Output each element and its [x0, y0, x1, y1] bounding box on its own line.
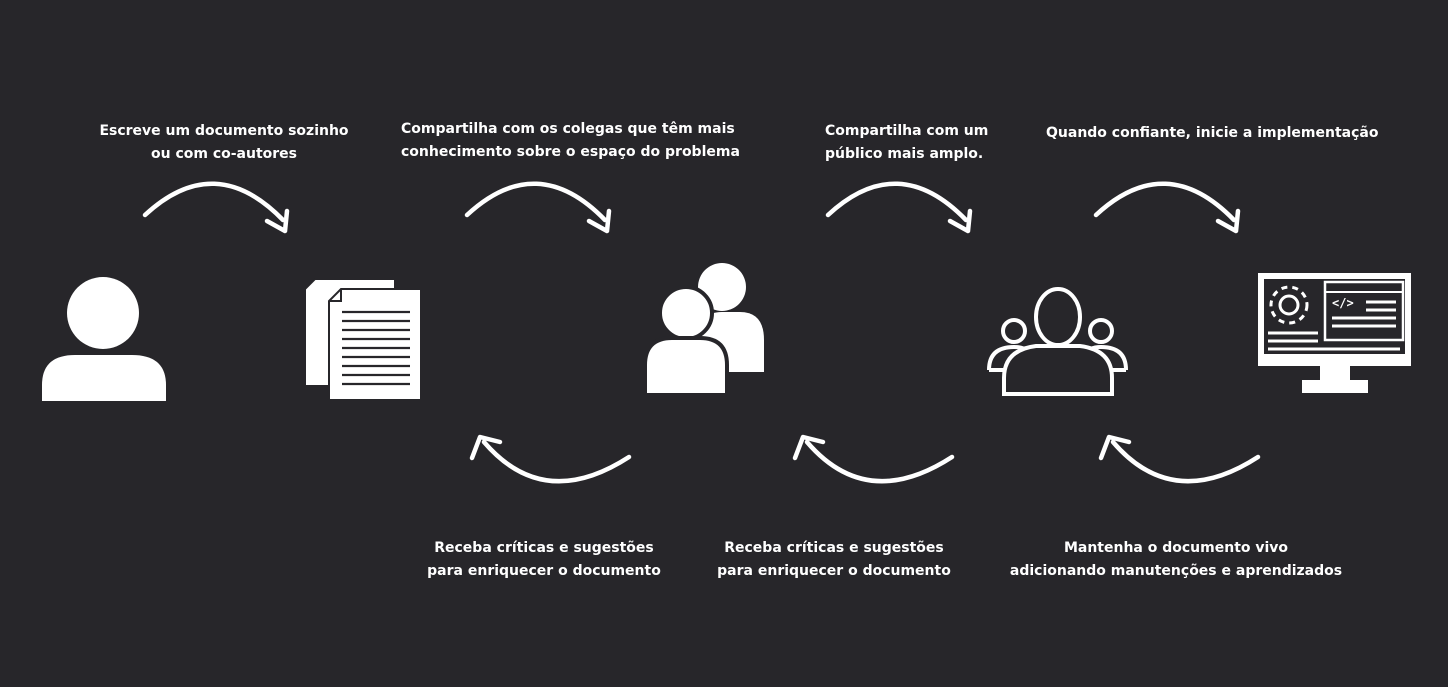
step-top-3-line-1: Compartilha com um — [825, 123, 989, 139]
person-icon — [42, 277, 166, 401]
step-top-3-line-2: público mais amplo. — [825, 146, 984, 162]
step-top-1-caption: Escreve um documento sozinho ou com co-a… — [84, 120, 364, 166]
curved-arrow-right-icon — [467, 184, 609, 231]
step-bottom-2-caption: Receba críticas e sugestões para enrique… — [694, 537, 974, 583]
step-top-1-line-2: ou com co-autores — [150, 146, 298, 162]
two-people-icon — [643, 263, 764, 397]
curved-arrow-left-icon — [1101, 437, 1258, 481]
code-symbol-icon: </> — [1332, 296, 1354, 310]
computer-code-gear-icon: </> — [1258, 273, 1411, 393]
step-bottom-3-caption: Mantenha o documento vivo adicionando ma… — [996, 537, 1356, 583]
step-top-1-line-1: Escreve um documento sozinho — [99, 123, 349, 139]
step-bottom-1-caption: Receba críticas e sugestões para enrique… — [404, 537, 684, 583]
step-top-4-line-1: Quando confiante, inicie a implementação — [1046, 125, 1379, 141]
step-bottom-2-line-2: para enriquecer o documento — [717, 563, 951, 579]
curved-arrow-left-icon — [795, 437, 952, 481]
group-icon — [987, 287, 1128, 396]
step-bottom-3-line-1: Mantenha o documento vivo — [1063, 540, 1289, 556]
step-bottom-3-line-2: adicionando manutenções e aprendizados — [1009, 563, 1343, 579]
curved-arrow-right-icon — [1096, 184, 1238, 231]
step-bottom-2-line-1: Receba críticas e sugestões — [724, 540, 944, 556]
step-top-2-line-2: conhecimento sobre o espaço do problema — [401, 144, 740, 160]
step-top-2-line-1: Compartilha com os colegas que têm mais — [401, 121, 735, 137]
step-bottom-1-line-2: para enriquecer o documento — [427, 563, 661, 579]
gear-icon — [1269, 285, 1309, 325]
curved-arrow-left-icon — [472, 437, 629, 481]
curved-arrow-right-icon — [828, 184, 970, 231]
step-top-3-caption: Compartilha com um público mais amplo. — [825, 120, 1025, 166]
step-top-4-caption: Quando confiante, inicie a implementação — [1046, 122, 1416, 145]
documents-icon — [304, 278, 422, 401]
step-top-2-caption: Compartilha com os colegas que têm mais … — [401, 118, 781, 164]
curved-arrow-right-icon — [145, 184, 287, 231]
step-bottom-1-line-1: Receba críticas e sugestões — [434, 540, 654, 556]
